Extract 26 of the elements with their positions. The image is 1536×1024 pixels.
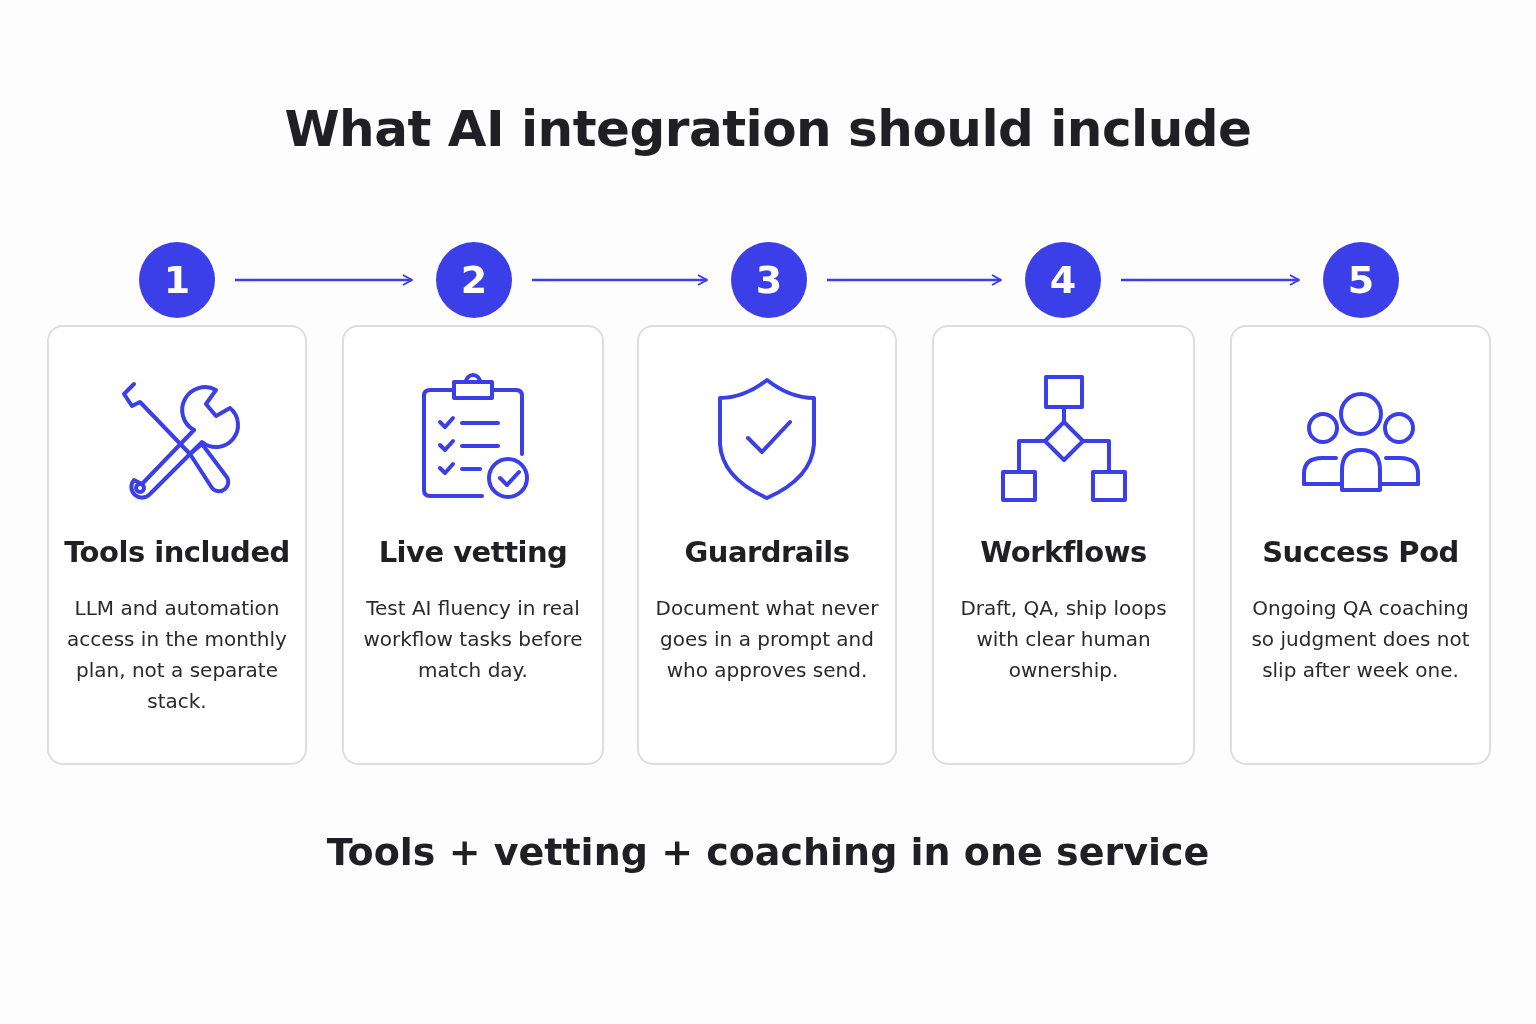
arrow <box>532 274 708 286</box>
step-heading: Guardrails <box>683 535 851 569</box>
step-number-circle: 3 <box>731 242 807 318</box>
arrow <box>827 274 1002 286</box>
arrow <box>235 274 413 286</box>
step-description: Document what never goes in a prompt and who approves send. <box>655 595 879 684</box>
step-card <box>342 325 604 765</box>
step-description: Draft, QA, ship loops with clear human ownership. <box>959 595 1168 684</box>
step-heading: Workflows <box>979 535 1148 569</box>
step-description: LLM and automation access in the monthly plan, not a separate stack. <box>66 595 288 715</box>
step-description: Ongoing QA coaching so judgment does not slip after week one. <box>1250 595 1471 684</box>
diagram-title: What AI integration should include <box>283 100 1253 158</box>
step-card <box>637 325 897 765</box>
step-card <box>932 325 1195 765</box>
step-heading: Live vetting <box>377 535 569 569</box>
step-number-circle: 2 <box>436 242 512 318</box>
step-card <box>47 325 307 765</box>
caption: Tools + vetting + coaching in one service <box>325 830 1211 874</box>
arrow <box>1121 274 1300 286</box>
step-number-circle: 1 <box>139 242 215 318</box>
step-description: Test AI fluency in real workflow tasks before match day. <box>362 595 584 684</box>
step-number-circle: 4 <box>1025 242 1101 318</box>
step-heading: Tools included <box>63 535 291 569</box>
step-heading: Success Pod <box>1261 535 1460 569</box>
step-card <box>1230 325 1491 765</box>
step-number-circle: 5 <box>1323 242 1399 318</box>
